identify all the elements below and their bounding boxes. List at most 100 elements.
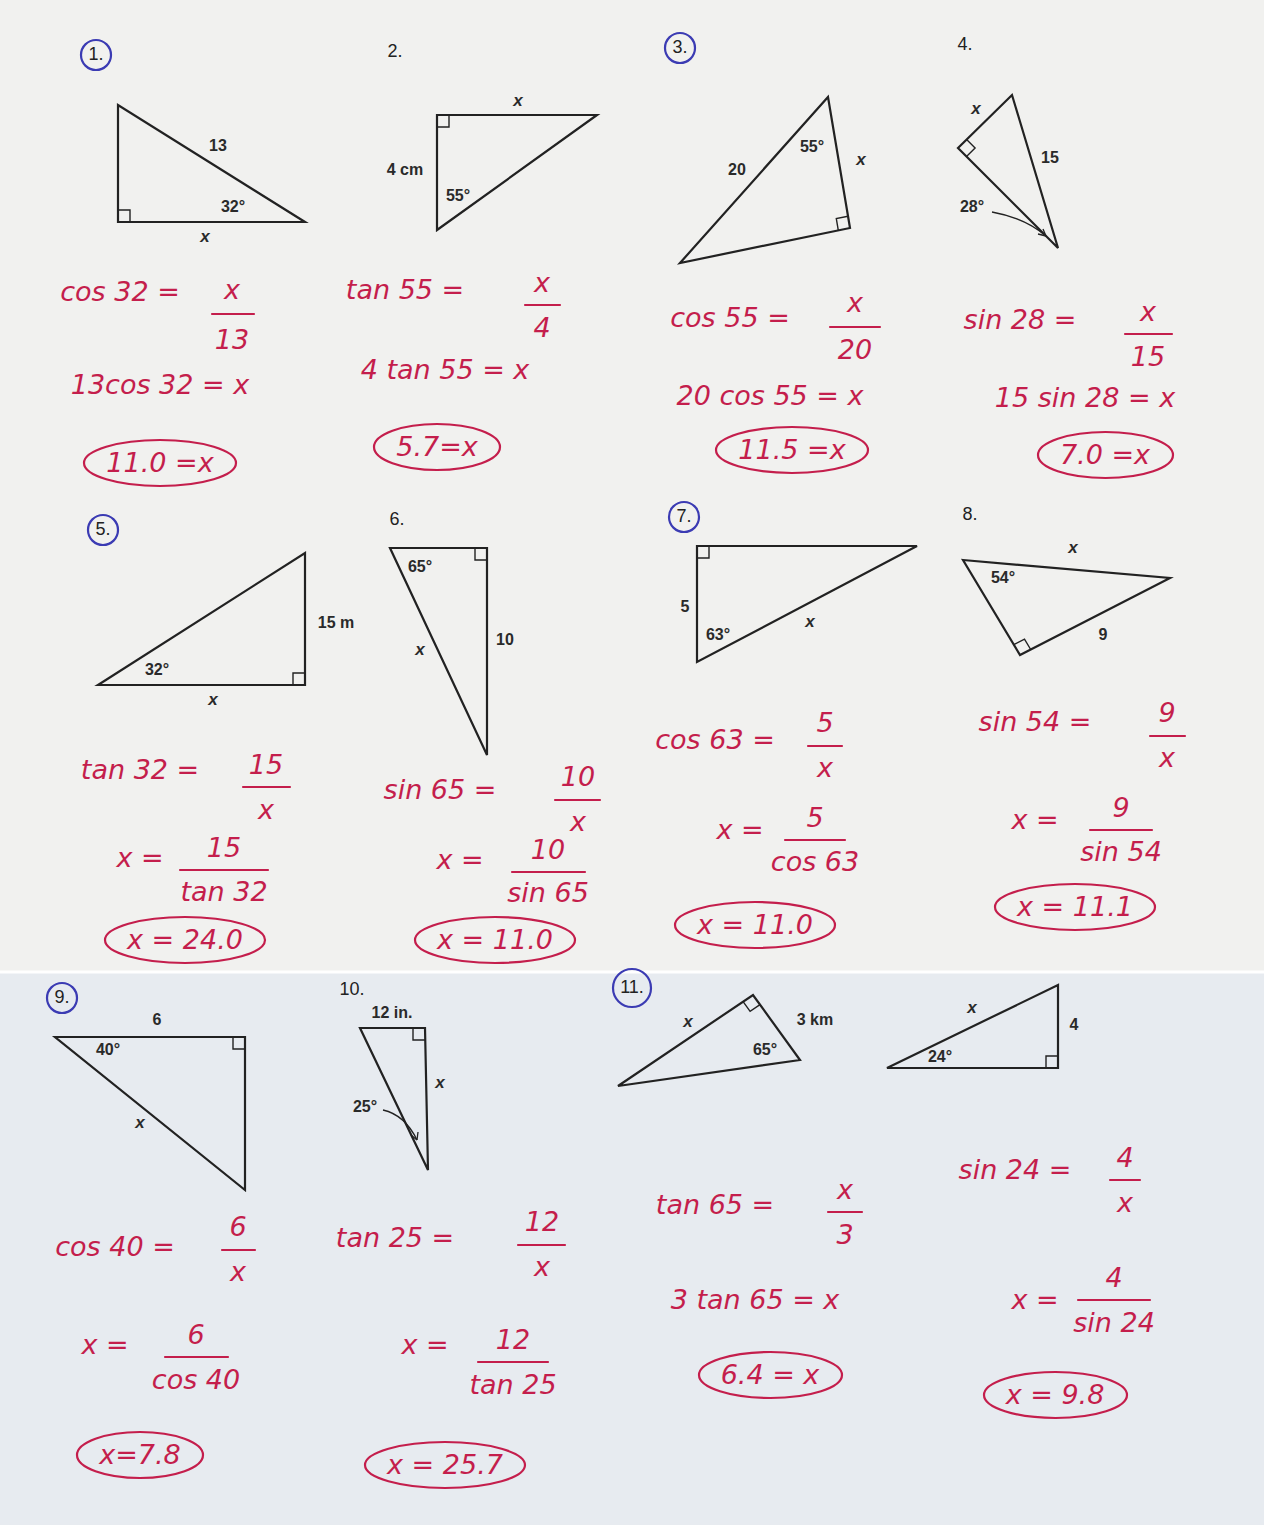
problem-number: 1. — [88, 45, 103, 65]
circled-answer: x=7.8 — [75, 1430, 205, 1480]
circled-answer: x = 11.0 — [673, 900, 837, 950]
answer-text: 7.0 =x — [1060, 440, 1150, 470]
circle-outline — [47, 983, 77, 1013]
side-label: 55° — [446, 187, 470, 205]
handwritten-work: cos 32 = — [60, 277, 180, 307]
side-label: 55° — [800, 138, 824, 156]
problem-number: 8. — [962, 505, 977, 525]
circle-outline — [105, 917, 265, 963]
side-label: 32° — [145, 661, 169, 679]
handwritten-work: 6 — [187, 1320, 204, 1350]
handwritten-work: sin 54 = — [979, 707, 1092, 737]
handwritten-work: x — [1117, 1188, 1133, 1218]
handwritten-work: x — [258, 795, 274, 825]
circle-outline — [365, 1442, 525, 1488]
problem-number: 2. — [387, 42, 402, 62]
handwritten-work: x = — [401, 1330, 448, 1360]
circle-outline — [88, 515, 118, 545]
handwritten-work: 4 — [1116, 1143, 1133, 1173]
problem-number: 3. — [672, 38, 687, 58]
problem-number: 10. — [339, 980, 364, 1000]
circle-outline — [984, 1372, 1127, 1418]
handwritten-work: 9 — [1112, 793, 1129, 823]
handwritten-work: 15 sin 28 = x — [995, 383, 1175, 413]
side-label: x — [200, 228, 209, 247]
side-label: x — [435, 1074, 444, 1093]
circle-outline — [665, 33, 695, 63]
side-label: 32° — [221, 198, 245, 216]
circled-answer: 11.5 =x — [714, 425, 870, 475]
handwritten-work: tan 55 = — [346, 275, 464, 305]
handwritten-work: tan 25 — [469, 1370, 556, 1400]
handwritten-work: x = — [1011, 1285, 1058, 1315]
handwritten-work: 12 — [525, 1207, 559, 1237]
handwritten-work: sin 65 — [507, 878, 589, 908]
handwritten-work: tan 25 = — [336, 1223, 454, 1253]
side-label: 4 — [1070, 1016, 1079, 1034]
handwritten-work: x = — [116, 843, 163, 873]
problem-number: 9. — [54, 988, 69, 1008]
handwritten-work: 15 — [207, 833, 241, 863]
handwritten-work: 4 — [533, 313, 550, 343]
circled-number: 7. — [667, 500, 701, 534]
answer-text: x = 25.7 — [387, 1450, 503, 1480]
side-label: 40° — [96, 1041, 120, 1059]
answer-text: 5.7=x — [396, 432, 478, 462]
circle-outline — [415, 917, 575, 963]
handwritten-work: tan 32 — [180, 877, 267, 907]
handwritten-work: x — [1140, 297, 1156, 327]
circled-answer: 7.0 =x — [1036, 430, 1175, 480]
circle-outline — [699, 1352, 842, 1398]
circled-answer: x = 11.1 — [993, 882, 1157, 932]
handwritten-work: sin 28 = — [964, 305, 1077, 335]
handwritten-work: 10 — [531, 835, 565, 865]
side-label: 54° — [991, 569, 1015, 587]
circled-number: 11. — [611, 967, 653, 1009]
handwritten-work: cos 63 — [771, 847, 859, 877]
side-label: 5 — [681, 598, 690, 616]
handwritten-work: 15 — [1131, 342, 1165, 372]
handwritten-work: x — [534, 268, 550, 298]
circled-number: 5. — [86, 513, 120, 547]
circle-outline — [84, 440, 236, 486]
side-label: 4 cm — [387, 161, 423, 179]
circle-outline — [675, 902, 835, 948]
handwritten-work: x = — [1011, 805, 1058, 835]
handwritten-work: x = — [81, 1330, 128, 1360]
answer-text: x = 24.0 — [127, 925, 243, 955]
circled-answer: 5.7=x — [372, 422, 502, 472]
handwritten-work: sin 24 = — [959, 1155, 1072, 1185]
circled-answer: x = 25.7 — [363, 1440, 527, 1490]
handwritten-work: x — [230, 1257, 246, 1287]
handwritten-work: x — [847, 288, 863, 318]
circle-outline — [77, 1432, 203, 1478]
side-label: x — [135, 1114, 144, 1133]
handwritten-work: 5 — [816, 708, 833, 738]
circled-answer: x = 9.8 — [982, 1370, 1129, 1420]
side-label: x — [1068, 539, 1077, 558]
side-label: x — [208, 691, 217, 710]
circle-outline — [81, 40, 111, 70]
handwritten-work: 3 — [836, 1220, 853, 1250]
answer-text: x = 11.1 — [1017, 892, 1133, 922]
handwritten-work: x — [534, 1252, 550, 1282]
circled-answer: x = 24.0 — [103, 915, 267, 965]
handwritten-work: sin 24 — [1073, 1308, 1155, 1338]
side-label: x — [967, 999, 976, 1018]
answer-text: 6.4 = x — [721, 1360, 820, 1390]
circled-number: 1. — [79, 38, 113, 72]
handwritten-work: 13cos 32 = x — [71, 370, 250, 400]
circle-outline — [669, 502, 699, 532]
handwritten-work: x — [570, 807, 586, 837]
answer-text: x = 11.0 — [697, 910, 813, 940]
problem-number: 6. — [389, 510, 404, 530]
handwritten-work: 15 — [249, 750, 283, 780]
handwritten-work: 5 — [806, 803, 823, 833]
problem-number: 7. — [676, 507, 691, 527]
handwritten-work: cos 63 = — [655, 725, 775, 755]
circled-answer: 11.0 =x — [82, 438, 238, 488]
handwritten-work: x = — [436, 845, 483, 875]
answer-text: 11.5 =x — [738, 435, 845, 465]
side-label: 9 — [1099, 626, 1108, 644]
